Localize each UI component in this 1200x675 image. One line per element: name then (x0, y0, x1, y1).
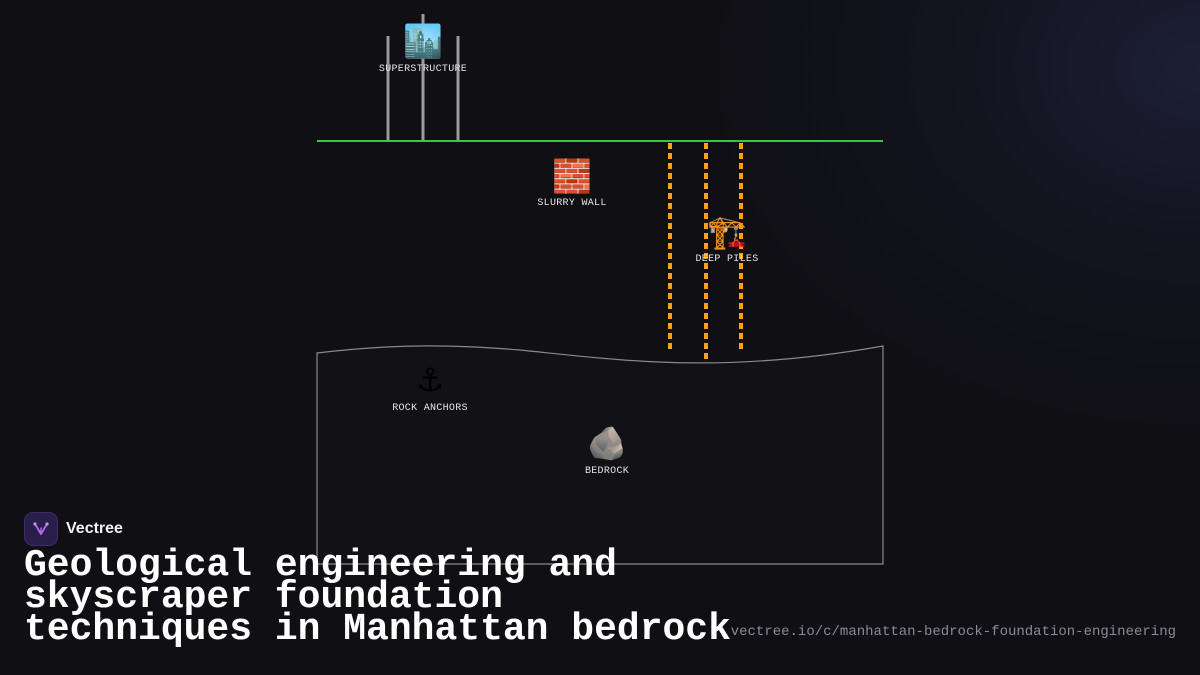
page-title: Geological engineering and skyscraper fo… (24, 544, 731, 651)
superstructure-label: SUPERSTRUCTURE (379, 64, 467, 75)
crane-icon: 🏗️ (707, 213, 747, 251)
brand-name: Vectree (66, 520, 123, 537)
rock-icon: 🪨 (587, 424, 627, 462)
brand: Vectree (24, 512, 123, 546)
city-icon: 🏙️ (403, 22, 443, 60)
bedrock-layer (316, 345, 884, 565)
vectree-logo-icon (24, 512, 58, 546)
anchor-icon: ⚓ (416, 361, 445, 399)
source-url: vectree.io/c/manhattan-bedrock-foundatio… (730, 624, 1176, 640)
deep-piles-label: DEEP PILES (695, 254, 758, 265)
bedrock-label: BEDROCK (585, 466, 629, 477)
slurry-wall-label: SLURRY WALL (537, 198, 606, 209)
rock-anchors-label: ROCK ANCHORS (392, 403, 468, 414)
brick-icon: 🧱 (552, 157, 592, 195)
